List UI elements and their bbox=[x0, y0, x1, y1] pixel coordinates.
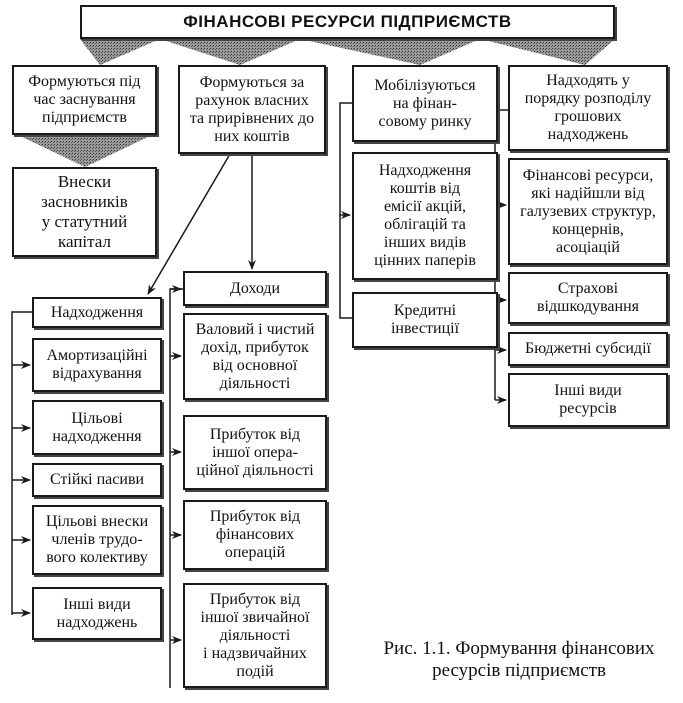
funnel-own-funds bbox=[160, 39, 300, 65]
box-receipts: Надходження bbox=[32, 297, 162, 328]
box-stable-liabilities: Стійкі пасиви bbox=[32, 463, 162, 497]
box-financial-operations-profit: Прибуток від фінансових операцій bbox=[183, 500, 327, 570]
box-financial-market: Мобілізуються на фінан- совому ринку bbox=[352, 65, 498, 142]
box-founders-contributions: Внески засновників у статутний капітал bbox=[12, 167, 157, 257]
box-insurance: Страхові відшкодування bbox=[508, 272, 668, 324]
box-staff-contributions: Цільові внески членів трудо- вого колект… bbox=[32, 505, 162, 575]
funnel-redistribution bbox=[480, 39, 615, 65]
box-income: Доходи bbox=[183, 271, 327, 306]
box-other-operating-profit: Прибуток від іншої опера- ційної діяльно… bbox=[183, 415, 327, 490]
box-extraordinary-profit: Прибуток від іншої звичайної діяльності … bbox=[183, 583, 327, 688]
box-securities-issue: Надходження коштів від емісії акцій, обл… bbox=[352, 152, 498, 280]
box-own-funds: Формуються за рахунок власних та прирівн… bbox=[178, 65, 326, 154]
box-budget-subsidies: Бюджетні субсидії bbox=[508, 332, 668, 366]
box-depreciation: Амортизаційні відрахування bbox=[32, 338, 162, 392]
funnel-market bbox=[300, 39, 480, 65]
box-gross-net-income: Валовий і чистий дохід, прибуток від осн… bbox=[183, 313, 327, 400]
box-credit-investments: Кредитні інвестиції bbox=[352, 292, 498, 348]
box-other-resources: Інші види ресурсів bbox=[508, 373, 668, 427]
figure-caption: Рис. 1.1. Формування фінансових ресурсів… bbox=[383, 638, 655, 681]
box-redistribution: Надходять у порядку розподілу грошових н… bbox=[508, 65, 668, 151]
box-targeted-receipts: Цільові надходження bbox=[32, 400, 162, 455]
funnel-founding-child bbox=[18, 135, 152, 167]
box-founding: Формуються під час заснування підприємст… bbox=[12, 65, 157, 135]
box-industry-structures: Фінансові ресурси, які надійшли від галу… bbox=[508, 158, 668, 265]
diagram-title: ФІНАНСОВІ РЕСУРСИ ПІДПРИЄМСТВ bbox=[80, 5, 615, 39]
box-other-receipts: Інші види надходжень bbox=[32, 587, 162, 640]
funnel-founding bbox=[80, 39, 160, 65]
